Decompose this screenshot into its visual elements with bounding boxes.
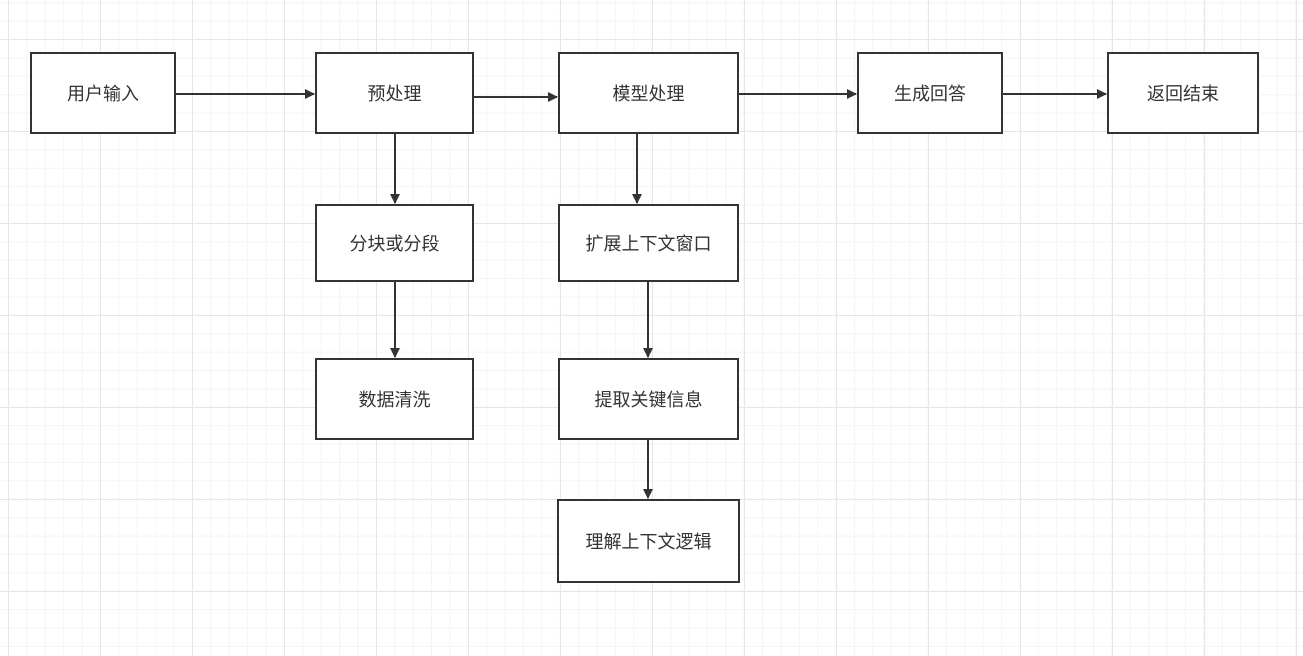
chunking-label: 分块或分段	[349, 234, 440, 255]
data-cleaning-node[interactable]: 数据清洗	[315, 358, 474, 440]
preprocess-label: 预处理	[367, 84, 422, 105]
expand-context-node[interactable]: 扩展上下文窗口	[558, 204, 739, 282]
understand-logic-label: 理解上下文逻辑	[585, 532, 712, 553]
understand-logic-node[interactable]: 理解上下文逻辑	[557, 499, 740, 583]
generate-answer-label: 生成回答	[894, 84, 966, 105]
expand-context-label: 扩展上下文窗口	[585, 234, 712, 255]
extract-key-info-node[interactable]: 提取关键信息	[558, 358, 739, 440]
model-processing-node[interactable]: 模型处理	[558, 52, 739, 134]
extract-key-info-label: 提取关键信息	[594, 390, 703, 411]
generate-answer-node[interactable]: 生成回答	[857, 52, 1003, 134]
chunking-node[interactable]: 分块或分段	[315, 204, 474, 282]
user-input-label: 用户输入	[67, 84, 139, 105]
preprocess-node[interactable]: 预处理	[315, 52, 474, 134]
return-result-node[interactable]: 返回结束	[1107, 52, 1259, 134]
model-processing-label: 模型处理	[612, 84, 685, 105]
user-input-node[interactable]: 用户输入	[30, 52, 176, 134]
data-cleaning-label: 数据清洗	[358, 390, 431, 411]
return-result-label: 返回结束	[1147, 84, 1219, 105]
